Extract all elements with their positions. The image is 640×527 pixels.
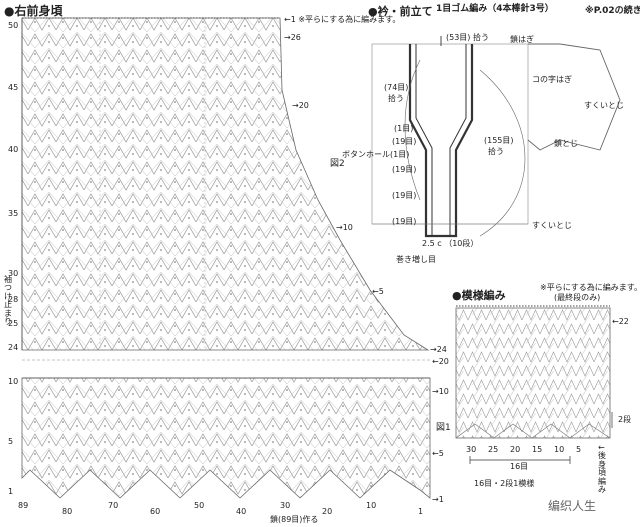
- pattern-num-30: 30: [466, 445, 477, 454]
- row-marker-5b: ←5: [432, 449, 444, 458]
- pattern-num-20: 20: [510, 445, 521, 454]
- stitch-10: 10: [366, 501, 377, 510]
- right-front-title: ●右前身頃: [4, 4, 63, 18]
- stitch-30: 30: [280, 501, 291, 510]
- row-marker-5: ←5: [372, 287, 384, 296]
- stitch-1: 1: [418, 507, 424, 516]
- buttonhole-label: ボタンホール(1目): [342, 150, 410, 159]
- watermark: 编织人生: [548, 499, 597, 513]
- sukui-toji-upper: すくいとじ: [584, 101, 624, 110]
- pattern-num-25: 25: [488, 445, 499, 454]
- row-45: 45: [8, 83, 19, 92]
- pattern-16-stitches: 16目: [510, 462, 529, 471]
- stitch-20: 20: [322, 507, 333, 516]
- segment-19d: (19目): [392, 217, 417, 226]
- segment-19a: (19目): [392, 137, 417, 146]
- row-35: 35: [8, 209, 19, 218]
- pattern-note: ※平らにする為に編みます。: [540, 283, 640, 292]
- row-marker-10: →10: [336, 223, 353, 232]
- row-24: 24: [8, 343, 19, 352]
- pattern-num-10: 10: [554, 445, 565, 454]
- collar-top-pickup: (53目) 拾う: [446, 33, 489, 42]
- row-marker-20b: ←20: [432, 357, 449, 366]
- stitch-40: 40: [236, 507, 247, 516]
- chain-cast-on-label: 鎖(89目)作る: [270, 515, 319, 524]
- pattern-note-b: (最終段のみ): [554, 293, 601, 302]
- armhole-stop-label: 袖つけ止まり: [4, 275, 12, 326]
- row-28: 28: [8, 295, 19, 304]
- stitch-60: 60: [150, 507, 161, 516]
- sukui-toji-lower: すくいとじ: [532, 221, 572, 230]
- pattern-repeat-label: 16目・2段1模様: [474, 479, 535, 488]
- row-50: 50: [8, 21, 19, 30]
- pickup-155-b: 拾う: [488, 147, 504, 156]
- stitch-89: 89: [18, 501, 29, 510]
- row-40: 40: [8, 145, 19, 154]
- pattern-title: ●模様編み: [452, 289, 506, 302]
- pattern-num-5: 5: [576, 445, 582, 454]
- pickup-74-b: 拾う: [388, 94, 404, 103]
- stitch-70: 70: [108, 501, 119, 510]
- collar-title: ●衿・前立て: [368, 5, 433, 18]
- collar-subtitle: 1目ゴム編み（4本棒針3号）: [436, 4, 554, 14]
- increase-label: 巻き増し目: [396, 255, 436, 264]
- row-1: 1: [8, 487, 14, 496]
- segment-19b: (19目): [392, 165, 417, 174]
- segment-19c: (19目): [392, 191, 417, 200]
- collar-dimension: 2.5 c （10段）: [422, 239, 479, 248]
- chain-join-label: 鎖はぎ: [510, 35, 534, 44]
- row-marker-26: →26: [284, 33, 301, 42]
- continued-note: ※P.02の続き: [585, 6, 640, 16]
- ko-join-label: コの字はぎ: [532, 75, 572, 84]
- pickup-74: (74目): [384, 83, 409, 92]
- pattern-num-15: 15: [532, 445, 543, 454]
- row-marker-24: →24: [430, 345, 447, 354]
- row-marker-10b: →10: [432, 387, 449, 396]
- pattern-stitch-chart: [455, 305, 613, 464]
- figure-2-ref: 図2: [330, 159, 345, 169]
- right-front-lower-chart: [21, 377, 431, 499]
- row-5: 5: [8, 437, 14, 446]
- pattern-side-label: ←後身頃編み: [598, 443, 606, 494]
- row-25: 25: [8, 319, 19, 328]
- stitch-50: 50: [194, 501, 205, 510]
- pattern-2-rows: 2段: [618, 415, 632, 424]
- row-marker-20: →20: [292, 101, 309, 110]
- stitch-80: 80: [62, 507, 73, 516]
- figure-1-ref: 図1: [436, 423, 451, 433]
- right-front-top-note: ←1 ※平らにする為に編みます。: [284, 15, 401, 24]
- row-marker-1-bottom: →1: [432, 495, 444, 504]
- row-10: 10: [8, 377, 19, 386]
- segment-1: (1目): [394, 124, 414, 133]
- right-front-upper-chart: [21, 17, 430, 351]
- kusari-toji-label: 鎖とじ: [554, 139, 578, 148]
- collar-schematic: [371, 36, 621, 238]
- row-30: 30: [8, 269, 19, 278]
- pattern-row-22: ←22: [612, 317, 629, 326]
- pickup-155: (155目): [484, 136, 514, 145]
